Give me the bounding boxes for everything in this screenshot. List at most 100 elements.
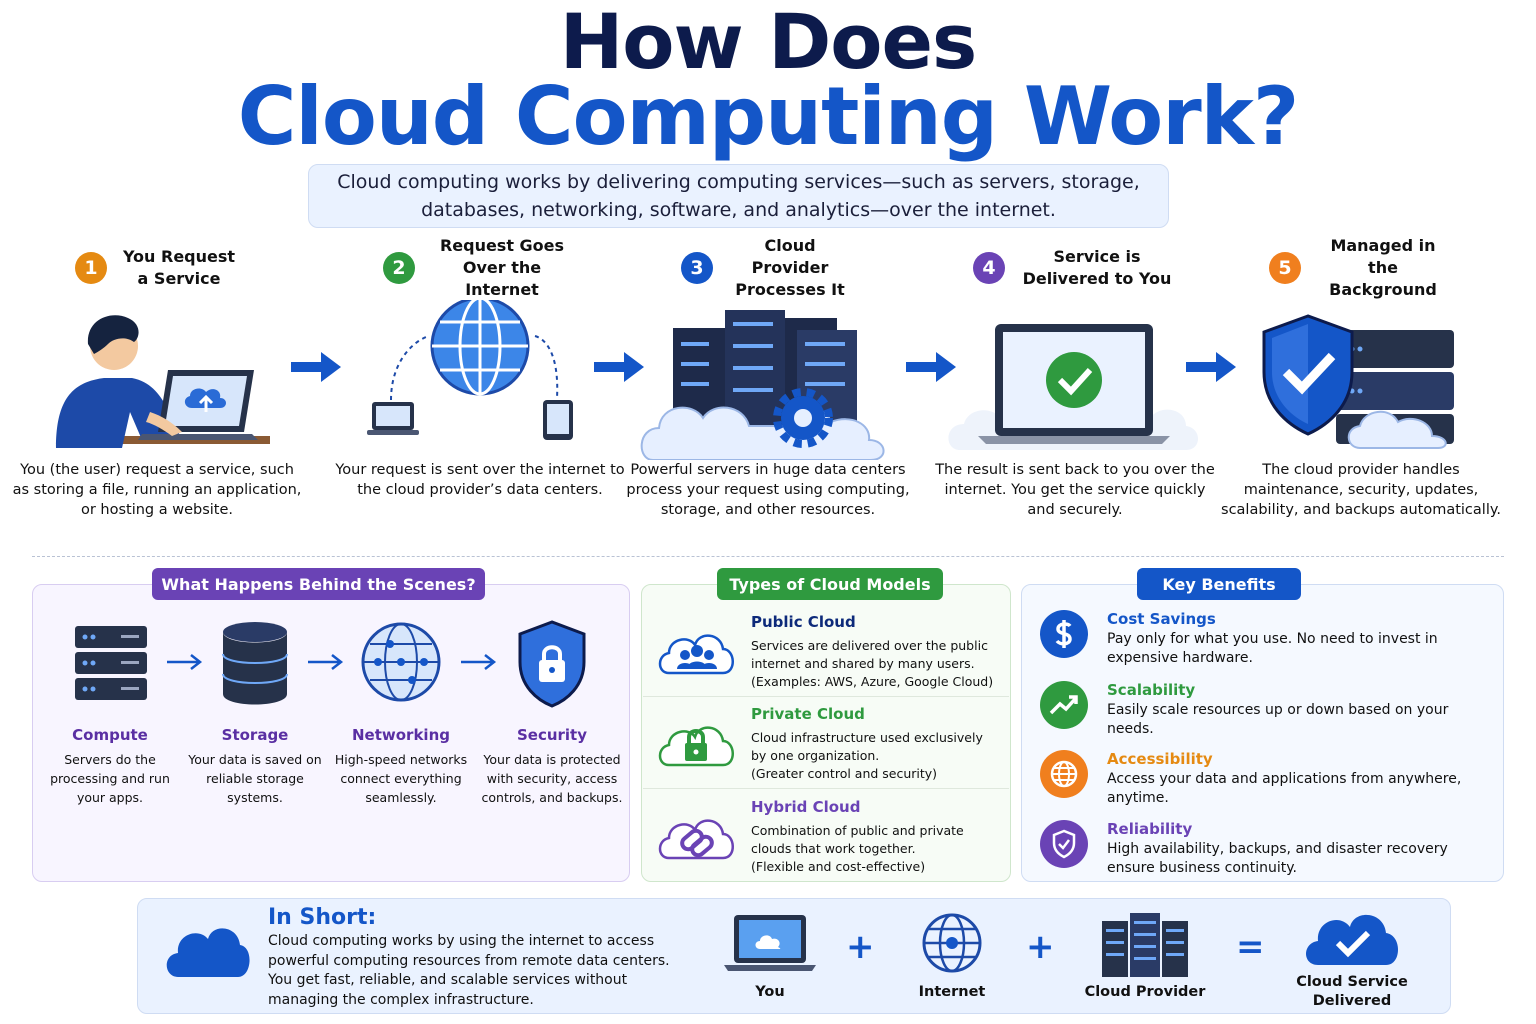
- cloud-model-note: (Flexible and cost-effective): [751, 859, 926, 874]
- arrow-right-icon: [291, 352, 341, 382]
- benefit-desc: High availability, backups, and disaster…: [1107, 841, 1448, 876]
- step-desc-2: Your request is sent over the internet t…: [335, 462, 625, 498]
- equation-internet: Internet: [902, 909, 1002, 1002]
- server-rack-icon: [1102, 913, 1188, 977]
- cloud-link-icon: [658, 819, 734, 860]
- step-title-4: Service is Delivered to You: [1022, 247, 1172, 288]
- step-title-1: You Request a Service: [122, 247, 236, 288]
- network-globe-icon: [361, 622, 441, 702]
- arrow-right-icon: [594, 352, 644, 382]
- cloud-model-desc: Cloud infrastructure used exclusively by…: [751, 729, 1001, 783]
- step-2: 2 Request Goes Over the Internet Your re…: [335, 236, 624, 498]
- plus-sign: +: [846, 927, 875, 967]
- benefit-title: Reliability: [1107, 820, 1193, 838]
- page-title-line-2: Cloud Computing Work?: [237, 70, 1300, 163]
- benefit-desc: Easily scale resources up or down based …: [1107, 702, 1449, 737]
- in-short-desc: Cloud computing works by using the inter…: [268, 933, 670, 1008]
- subtitle-text: Cloud computing works by delivering comp…: [337, 171, 1140, 221]
- equation-label: You: [755, 984, 785, 1000]
- section-divider: [32, 556, 1504, 557]
- step-title-3: Cloud Provider Processes It: [735, 236, 845, 299]
- trend-up-icon: [1040, 681, 1088, 729]
- page-title-line-1: How Does: [559, 0, 978, 86]
- user-laptop-icon: [56, 315, 270, 448]
- step-title-2: Request Goes Over the Internet: [439, 236, 565, 299]
- step-5: 5 Managed in the Background The cloud pr…: [1221, 236, 1501, 518]
- equation-label: Cloud Provider: [1084, 984, 1206, 1000]
- benefit-desc: Pay only for what you use. No need to in…: [1107, 631, 1438, 666]
- plus-sign: +: [1026, 927, 1055, 967]
- cloud-model-desc: Combination of public and private clouds…: [751, 822, 1001, 876]
- server-cloud-gear-icon: [640, 310, 885, 460]
- step-desc-3: Powerful servers in huge data centers pr…: [626, 462, 910, 518]
- cloud-model-title: Hybrid Cloud: [751, 798, 861, 816]
- laptop-cloud-icon: [724, 915, 816, 971]
- server-icon: [75, 626, 147, 700]
- equals-sign: =: [1236, 927, 1265, 967]
- shield-server-icon: [1262, 314, 1454, 449]
- step-number-4: 4: [973, 252, 1005, 284]
- cloud-icon: [166, 928, 250, 977]
- globe-icon: [922, 913, 982, 973]
- arrow-right-icon: [167, 654, 203, 670]
- behind-scenes-title: Networking: [352, 726, 450, 744]
- behind-scenes-item-security: Security Your data is protected with sec…: [477, 618, 627, 807]
- cloud-model-note: (Examples: AWS, Azure, Google Cloud): [751, 674, 994, 689]
- globe-network-icon: [367, 300, 573, 440]
- cloud-model-note: (Greater control and security): [751, 766, 938, 781]
- behind-scenes-desc: High-speed networks connect everything s…: [334, 752, 468, 805]
- in-short-title: In Short:: [268, 905, 377, 930]
- step-desc-5: The cloud provider handles maintenance, …: [1221, 462, 1501, 518]
- in-short-panel: In Short: Cloud computing works by using…: [137, 898, 1451, 1014]
- cloud-model-desc: Services are delivered over the public i…: [751, 637, 1001, 691]
- key-benefits-label: Key Benefits: [1137, 568, 1301, 600]
- equation-cloud-provider: Cloud Provider: [1080, 909, 1210, 1002]
- benefit-desc: Access your data and applications from a…: [1107, 771, 1462, 806]
- arrow-right-icon: [1186, 352, 1236, 382]
- step-number-5: 5: [1269, 252, 1301, 284]
- benefit-title: Cost Savings: [1107, 610, 1216, 628]
- step-desc-1: You (the user) request a service, such a…: [12, 462, 302, 518]
- equation-label: Cloud Service Delivered: [1296, 974, 1408, 1009]
- behind-scenes-desc: Your data is saved on reliable storage s…: [188, 752, 322, 805]
- cloud-model-private: Private Cloud Cloud infrastructure used …: [643, 697, 1009, 789]
- step-number-1: 1: [75, 252, 107, 284]
- behind-scenes-label: What Happens Behind the Scenes?: [152, 568, 485, 600]
- benefit-title: Scalability: [1107, 681, 1196, 699]
- laptop-check-icon: [948, 324, 1198, 450]
- equation-label: Internet: [918, 984, 986, 1000]
- step-4: 4 Service is Delivered to You The result…: [935, 240, 1215, 518]
- lock-shield-icon: [518, 620, 586, 708]
- cloud-users-icon: [658, 634, 734, 675]
- shield-check-icon: [1040, 820, 1088, 868]
- behind-scenes-desc: Your data is protected with security, ac…: [481, 752, 623, 805]
- step-number-3: 3: [681, 252, 713, 284]
- cloud-model-title: Private Cloud: [751, 705, 865, 723]
- arrow-right-icon: [906, 352, 956, 382]
- step-number-2: 2: [383, 252, 415, 284]
- behind-scenes-desc: Servers do the processing and run your a…: [50, 752, 170, 805]
- cloud-model-public: Public Cloud Services are delivered over…: [643, 605, 1009, 697]
- equation-you: You: [720, 909, 820, 1002]
- cloud-lock-icon: [658, 726, 734, 767]
- arrow-right-icon: [308, 654, 344, 670]
- subtitle-box: Cloud computing works by delivering comp…: [308, 164, 1169, 228]
- step-title-5: Managed in the Background: [1329, 236, 1437, 299]
- globe-icon: [1040, 750, 1088, 798]
- cloud-models-label: Types of Cloud Models: [717, 568, 943, 600]
- equation-cloud-service: Cloud Service Delivered: [1292, 903, 1412, 1011]
- behind-scenes-item-networking: Networking High-speed networks connect e…: [326, 618, 476, 807]
- cloud-model-description: Services are delivered over the public i…: [751, 638, 988, 671]
- step-desc-4: The result is sent back to you over the …: [935, 462, 1215, 518]
- behind-scenes-title: Storage: [221, 726, 289, 744]
- behind-scenes-title: Compute: [72, 726, 148, 744]
- cloud-check-icon: [1306, 914, 1398, 965]
- step-1: 1 You Request a Service You (the user) r…: [13, 240, 302, 518]
- step-3: 3 Cloud Provider Processes It Powerful s…: [626, 236, 909, 518]
- cloud-model-description: Cloud infrastructure used exclusively by…: [751, 730, 983, 763]
- cloud-model-title: Public Cloud: [751, 613, 856, 631]
- behind-scenes-item-storage: Storage Your data is saved on reliable s…: [180, 618, 330, 807]
- behind-scenes-item-compute: Compute Servers do the processing and ru…: [35, 618, 185, 807]
- dollar-icon: [1040, 610, 1088, 658]
- benefit-title: Accessibility: [1107, 750, 1213, 768]
